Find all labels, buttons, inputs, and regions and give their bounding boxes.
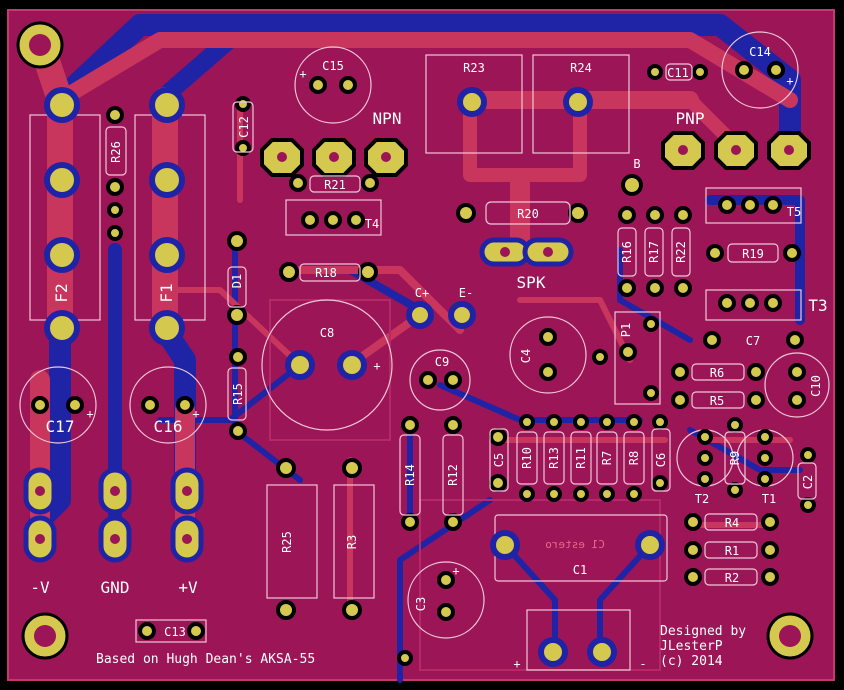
large-pads bbox=[44, 87, 665, 667]
label-r13: R13 bbox=[547, 447, 561, 469]
label-f1: F1 bbox=[157, 283, 176, 302]
label-author: JLesterP bbox=[660, 639, 723, 654]
label-r4: R4 bbox=[725, 516, 739, 530]
label-conn-plus: + bbox=[513, 657, 520, 671]
label-c14: C14 bbox=[749, 45, 771, 59]
label-c5: C5 bbox=[492, 453, 506, 467]
small-pads bbox=[31, 61, 816, 666]
label-b: B bbox=[633, 157, 640, 171]
label-c6: C6 bbox=[654, 453, 668, 467]
resistor-bodies bbox=[105, 63, 817, 586]
silkscreen-labels: R26 C12 C15 NPN R23 R24 C11 C14 PNP R21 … bbox=[30, 45, 827, 671]
label-npn: NPN bbox=[373, 109, 402, 128]
label-c10: C10 bbox=[809, 375, 823, 397]
label-c15-plus: + bbox=[299, 67, 306, 81]
power-transistor-holes bbox=[277, 145, 794, 162]
label-t5: T5 bbox=[787, 205, 801, 219]
label-r1: R1 bbox=[725, 544, 739, 558]
label-r11: R11 bbox=[574, 447, 588, 469]
label-gnd: GND bbox=[101, 578, 130, 597]
label-r25: R25 bbox=[280, 531, 294, 553]
label-r17: R17 bbox=[647, 241, 661, 263]
label-r19: R19 bbox=[742, 247, 764, 261]
label-t1: T1 bbox=[762, 492, 776, 506]
label-spk: SPK bbox=[517, 273, 546, 292]
label-r3: R3 bbox=[345, 535, 359, 549]
label-c3-plus: + bbox=[452, 564, 459, 578]
label-c7: C7 bbox=[746, 334, 760, 348]
label-c8: C8 bbox=[320, 326, 334, 340]
label-plus-v: +V bbox=[178, 578, 198, 597]
label-c2: C2 bbox=[801, 475, 815, 489]
label-r9: R9 bbox=[728, 451, 742, 465]
label-p1: P1 bbox=[619, 323, 633, 337]
label-c12: C12 bbox=[237, 116, 251, 138]
connector-holes bbox=[35, 247, 553, 544]
label-c17-plus: + bbox=[86, 407, 93, 421]
label-r20: R20 bbox=[517, 207, 539, 221]
label-pnp: PNP bbox=[676, 109, 705, 128]
label-c15: C15 bbox=[322, 59, 344, 73]
label-c17: C17 bbox=[46, 417, 75, 436]
label-c4: C4 bbox=[519, 349, 533, 363]
label-r24: R24 bbox=[570, 61, 592, 75]
label-r16: R16 bbox=[620, 241, 634, 263]
mounting-holes bbox=[16, 21, 814, 660]
label-designed-by: Designed by bbox=[660, 624, 746, 639]
label-c13: C13 bbox=[164, 625, 186, 639]
label-conn-minus: - bbox=[639, 657, 646, 671]
label-copyright: (c) 2014 bbox=[660, 654, 723, 669]
label-t3: T3 bbox=[808, 296, 827, 315]
label-based-on: Based on Hugh Dean's AKSA-55 bbox=[96, 652, 315, 667]
label-r18: R18 bbox=[315, 266, 337, 280]
label-r7: R7 bbox=[600, 451, 614, 465]
label-c9: C9 bbox=[435, 355, 449, 369]
label-r5: R5 bbox=[710, 394, 724, 408]
label-t2: T2 bbox=[695, 492, 709, 506]
label-r8: R8 bbox=[627, 451, 641, 465]
label-r26: R26 bbox=[109, 141, 123, 163]
label-r23: R23 bbox=[463, 61, 485, 75]
label-r21: R21 bbox=[324, 178, 346, 192]
label-f2: F2 bbox=[52, 283, 71, 302]
label-r15: R15 bbox=[231, 383, 245, 405]
label-cplus: C+ bbox=[415, 286, 429, 300]
label-c8-plus: + bbox=[373, 359, 380, 373]
label-c16-plus: + bbox=[192, 407, 199, 421]
label-d1: D1 bbox=[230, 274, 244, 288]
label-t4: T4 bbox=[365, 217, 379, 231]
label-c3: C3 bbox=[414, 597, 428, 611]
label-r2: R2 bbox=[725, 571, 739, 585]
label-r6: R6 bbox=[710, 366, 724, 380]
label-eminus: E- bbox=[459, 286, 473, 300]
label-c1-mirror: C1 estero bbox=[545, 538, 605, 551]
label-c1: C1 bbox=[573, 563, 587, 577]
label-r12: R12 bbox=[446, 464, 460, 486]
label-r22: R22 bbox=[674, 241, 688, 263]
label-minus-v: -V bbox=[30, 578, 50, 597]
label-r10: R10 bbox=[520, 447, 534, 469]
label-c11: C11 bbox=[667, 66, 689, 80]
label-c14-plus: + bbox=[786, 74, 793, 88]
label-c16: C16 bbox=[154, 417, 183, 436]
label-r14: R14 bbox=[403, 464, 417, 486]
